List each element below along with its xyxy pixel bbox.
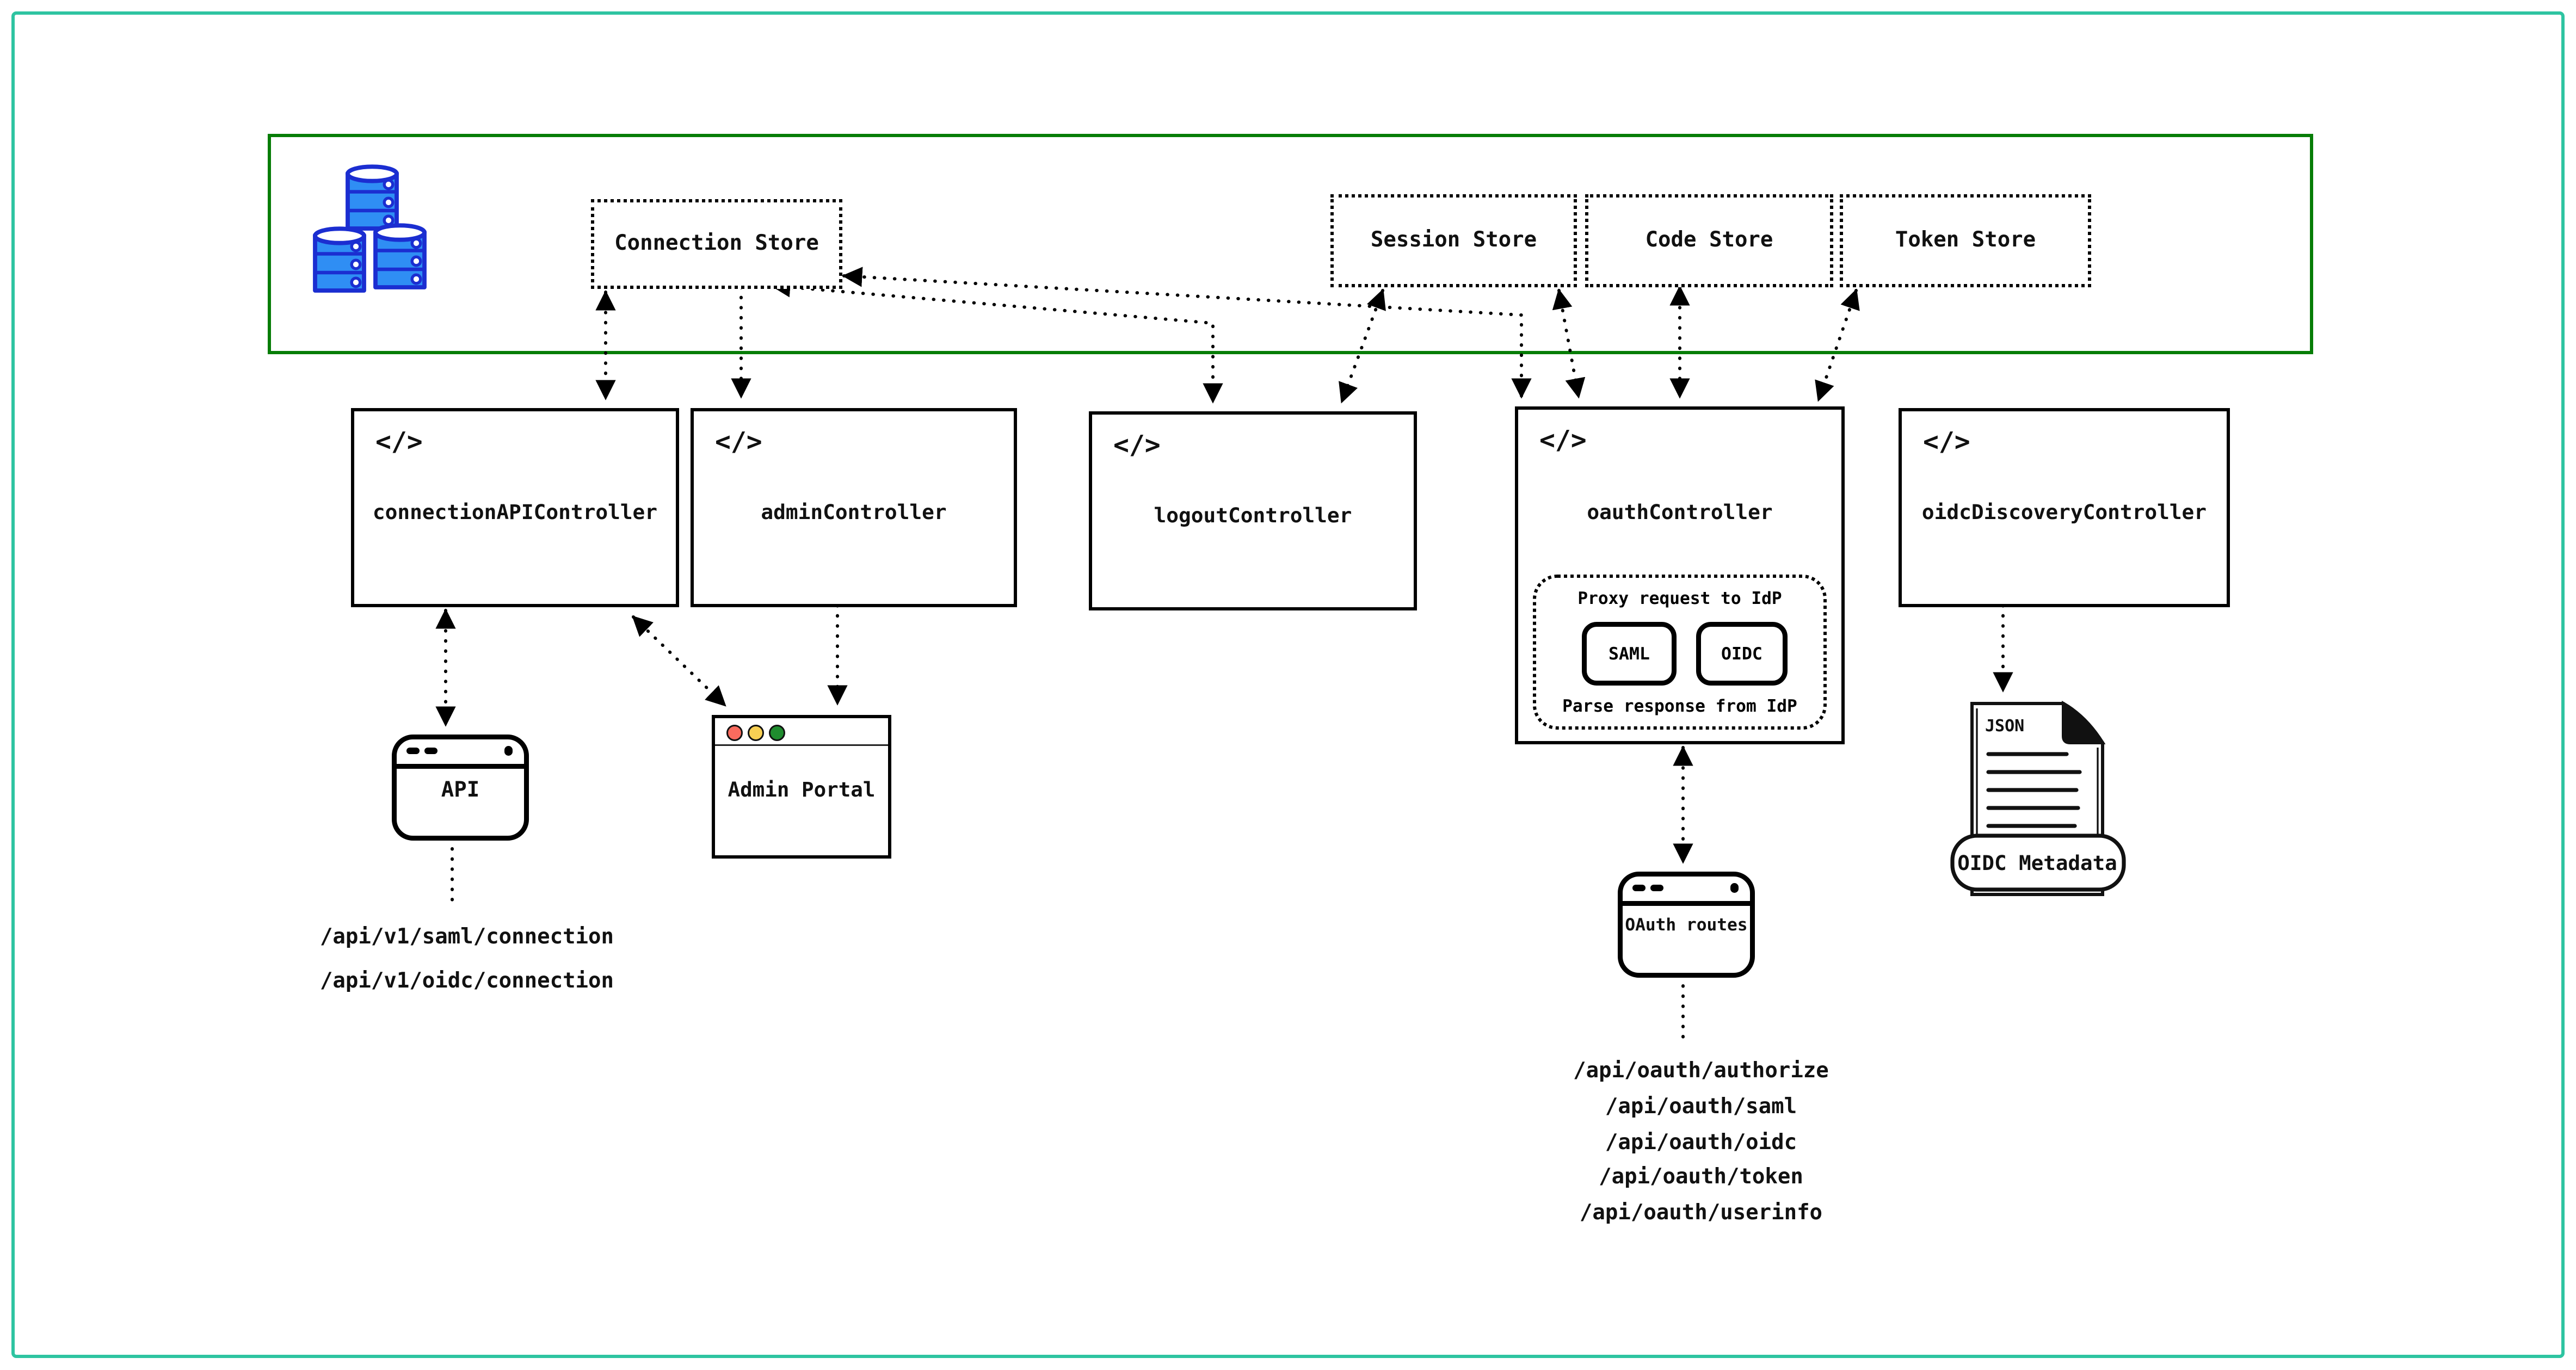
oauth-routes-label: OAuth routes [1625, 916, 1748, 935]
endpoint-item: /api/oauth/oidc [1605, 1130, 1797, 1155]
connection-api-controller-label: connectionAPIController [372, 499, 658, 524]
endpoint-item: /api/oauth/saml [1605, 1095, 1797, 1120]
oidc-badge-label: OIDC [1721, 644, 1762, 664]
idp-proxy-box: Proxy request to IdP SAML OIDC Parse res… [1533, 575, 1827, 730]
window-dash-icon [1632, 884, 1646, 892]
api-client-label: API [441, 779, 480, 803]
oidc-discovery-controller-label: oidcDiscoveryController [1921, 499, 2207, 524]
code-icon: </> [375, 426, 423, 457]
endpoint-item: /api/oauth/token [1599, 1166, 1803, 1191]
code-icon: </> [1113, 429, 1161, 460]
token-store-box: Token Store [1840, 194, 2091, 287]
window-dash-icon [1650, 884, 1663, 892]
database-icon [313, 164, 427, 293]
code-icon: </> [1923, 426, 1970, 457]
maximize-traffic-light-icon [769, 725, 785, 741]
window-titlebar [715, 718, 888, 746]
window-dash-icon [424, 746, 437, 755]
json-file-type-label: JSON [1985, 717, 2024, 736]
window-dot-icon [1729, 883, 1739, 892]
logout-controller-label: logoutController [1154, 503, 1352, 527]
minimize-traffic-light-icon [748, 725, 764, 741]
endpoint-item: /api/v1/saml/connection [319, 925, 614, 950]
oidc-metadata-label: OIDC Metadata [1957, 851, 2117, 875]
oauth-controller-box: </> oauthController Proxy request to IdP… [1515, 406, 1845, 744]
admin-portal-label: Admin Portal [728, 777, 876, 801]
endpoint-item: /api/v1/oidc/connection [319, 970, 614, 994]
oidc-metadata-document: JSON OIDC Metadata [1950, 700, 2126, 896]
canvas-border [11, 11, 2565, 1359]
saml-badge: SAML [1582, 622, 1677, 686]
endpoint-item: /api/oauth/authorize [1573, 1059, 1829, 1084]
token-store-label: Token Store [1895, 229, 2036, 253]
admin-portal-window: Admin Portal [712, 715, 891, 859]
close-traffic-light-icon [726, 725, 743, 741]
code-icon: </> [1539, 424, 1587, 455]
parse-response-label: Parse response from IdP [1562, 697, 1797, 717]
browser-titlebar [1623, 877, 1750, 906]
saml-badge-label: SAML [1609, 644, 1650, 664]
admin-controller-label: adminController [761, 499, 947, 524]
proxy-request-label: Proxy request to IdP [1577, 589, 1782, 609]
session-store-box: Session Store [1330, 194, 1577, 287]
oauth-controller-label: oauthController [1587, 499, 1773, 524]
window-dash-icon [406, 746, 420, 755]
endpoint-item: /api/oauth/userinfo [1579, 1201, 1823, 1226]
logout-controller-box: </> logoutController [1089, 411, 1417, 610]
code-icon: </> [715, 426, 762, 457]
oauth-routes-window: OAuth routes [1618, 872, 1755, 978]
api-client-window: API [392, 735, 529, 841]
oauth-endpoint-list: /api/oauth/authorize /api/oauth/saml /ap… [1521, 1054, 1881, 1232]
browser-titlebar [397, 739, 524, 769]
code-store-box: Code Store [1585, 194, 1833, 287]
window-dot-icon [503, 746, 513, 755]
oidc-discovery-controller-box: </> oidcDiscoveryController [1899, 408, 2230, 607]
connection-api-controller-box: </> connectionAPIController [351, 408, 679, 607]
api-endpoint-list: /api/v1/saml/connection /api/v1/oidc/con… [287, 916, 646, 1004]
code-store-label: Code Store [1645, 229, 1773, 253]
admin-controller-box: </> adminController [691, 408, 1017, 607]
connection-store-box: Connection Store [591, 199, 842, 289]
session-store-label: Session Store [1370, 229, 1537, 253]
connection-store-label: Connection Store [614, 232, 819, 256]
oidc-badge: OIDC [1696, 622, 1788, 686]
